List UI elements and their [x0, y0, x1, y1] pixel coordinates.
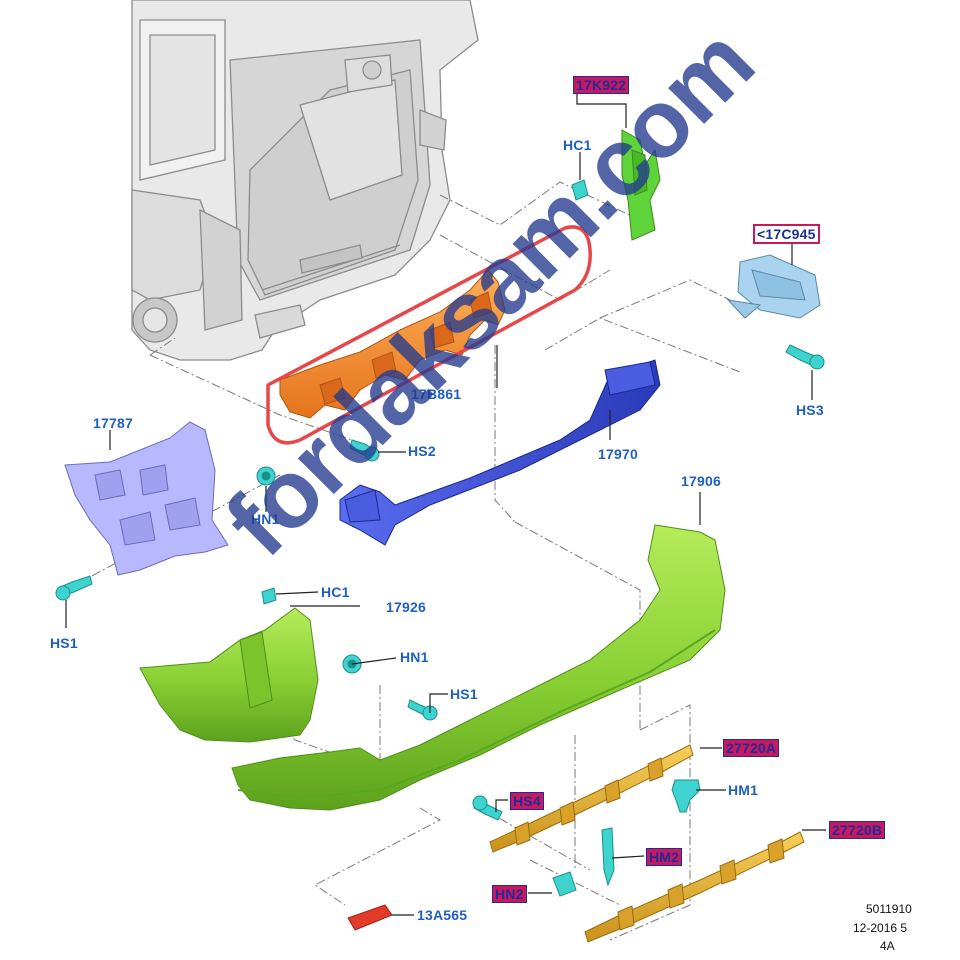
reinforcement-17970: [339, 359, 661, 546]
vehicle-rear-body: [131, 0, 479, 361]
bolt-hs1-mid: [407, 699, 438, 721]
strip-27720b: [584, 831, 805, 943]
bracket-17k922: [621, 129, 661, 241]
label-hn1-mid: HN1: [400, 649, 429, 665]
nut-hn2: [552, 871, 577, 897]
label-hs3: HS3: [796, 402, 824, 418]
label-27720a: 27720A: [723, 739, 780, 757]
bracket-17b861: [279, 269, 506, 419]
bolt-hs1-left: [55, 575, 93, 601]
nut-hn1-left: [256, 466, 276, 486]
label-hn1-left: HN1: [251, 511, 280, 527]
label-hc1-mid: HC1: [321, 584, 350, 600]
label-17926: 17926: [386, 599, 426, 615]
label-17c945: <17C945: [753, 224, 820, 244]
label-17970: 17970: [598, 446, 638, 462]
clip-hm1: [671, 779, 701, 813]
label-17787: 17787: [93, 415, 133, 431]
bolt-hs4: [472, 795, 503, 821]
callout-highlight: [266, 225, 592, 445]
plate-17c945: [726, 254, 821, 319]
label-13a565: 13A565: [417, 907, 468, 923]
bracket-17787: [64, 421, 229, 576]
label-hn2: HN2: [492, 885, 527, 903]
fasteners: [55, 179, 825, 897]
label-27720b: 27720B: [829, 821, 886, 839]
strip-27720a: [489, 744, 694, 853]
label-hc1-top: HC1: [563, 137, 592, 153]
label-hs1-mid: HS1: [450, 686, 478, 702]
label-hs2: HS2: [408, 443, 436, 459]
reflector-13a565: [347, 904, 393, 931]
label-hm1: HM1: [728, 782, 759, 798]
label-hm2: HM2: [646, 848, 683, 866]
label-17906: 17906: [681, 473, 721, 489]
footer-ref-number: 5011910: [866, 902, 912, 916]
label-hs1-left: HS1: [50, 635, 78, 651]
bumper-corner-17926: [139, 607, 319, 743]
label-hs4: HS4: [510, 792, 544, 810]
leader-lines: [74, 181, 741, 941]
bolt-hs3: [785, 344, 825, 370]
bumper-cover-17906: [231, 524, 726, 811]
clip-hc1-mid: [261, 587, 277, 605]
label-17k922: 17K922: [573, 76, 630, 94]
label-17b861: 17B861: [411, 386, 462, 402]
footer-code: 4A: [880, 939, 895, 953]
clip-hc1-top: [571, 179, 589, 201]
label-leaders: [65, 92, 826, 916]
clip-hm2: [601, 827, 615, 887]
footer-date: 12-2016 5: [853, 921, 908, 935]
bolt-hs2: [349, 439, 380, 462]
